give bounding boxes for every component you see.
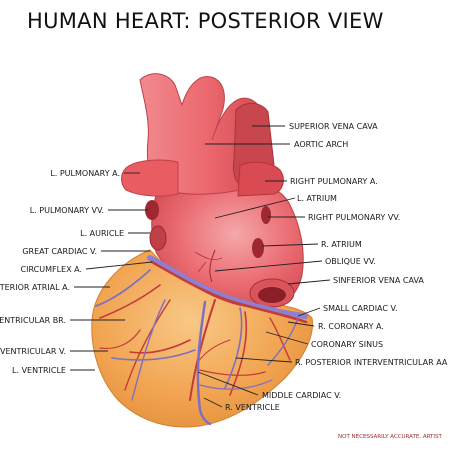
label-l-pulmonary-vv: L. PULMONARY VV. <box>30 206 104 215</box>
right-pulmonary-artery <box>237 161 284 197</box>
label-l-ventricle: L. VENTRICLE <box>12 366 66 375</box>
label-oblique-v: OBLIQUE VV. <box>325 257 376 266</box>
right-pulmonary-vein-upper <box>261 206 271 224</box>
left-pulmonary-vein-upper <box>145 200 159 220</box>
disclaimer-text: NOT NECESSARILY ACCURATE. ARTIST <box>338 434 442 440</box>
label-l-atrium: L. ATRIUM <box>297 194 337 203</box>
atrial-vessels <box>194 251 223 273</box>
label-l-pulmonary-a: L. PULMONARY A. <box>50 169 120 178</box>
left-pulmonary-vein-lower <box>149 225 167 251</box>
label-ventricular-br: VENTRICULAR BR. <box>0 316 66 325</box>
label-small-cardiac-v: SMALL CARDIAC V. <box>323 304 398 313</box>
right-pulmonary-vein-lower <box>252 238 264 258</box>
label-inferior-vena-cava: SINFERIOR VENA CAVA <box>333 276 424 285</box>
label-superior-vena-cava: SUPERIOR VENA CAVA <box>289 122 378 131</box>
label-r-atrium: R. ATRIUM <box>321 240 362 249</box>
label-circumflex-a: CIRCUMFLEX A. <box>21 265 82 274</box>
label-r-posterior-interventricular-a: R. POSTERIOR INTERVENTRICULAR AA <box>295 358 448 367</box>
coronary-sinus <box>147 255 308 319</box>
label-ventricular-v: VENTRICULAR V. <box>0 347 66 356</box>
label-r-ventricle: R. VENTRICLE <box>225 403 280 412</box>
left-pulmonary-artery <box>121 159 179 197</box>
label-coronary-sinus: CORONARY SINUS <box>311 340 383 349</box>
oblique-vein <box>209 249 216 283</box>
label-aortic-arch: AORTIC ARCH <box>294 140 348 149</box>
label-great-cardiac-v: GREAT CARDIAC V. <box>22 247 97 256</box>
label-right-pulmonary-a: RIGHT PULMONARY A. <box>290 177 378 186</box>
label-right-pulmonary-vv: RIGHT PULMONARY VV. <box>308 213 400 222</box>
label-posterior-atrial-a: TERIOR ATRIAL A. <box>0 283 70 292</box>
label-r-coronary-a: R. CORONARY A. <box>318 322 384 331</box>
coronary-arteries <box>99 260 308 401</box>
label-middle-cardiac-v: MIDDLE CARDIAC V. <box>262 391 341 400</box>
label-l-auricle: L. AURICLE <box>80 229 124 238</box>
inferior-vena-cava-lumen <box>258 287 286 303</box>
cardiac-veins <box>95 269 299 426</box>
diagram-title: HUMAN HEART: POSTERIOR VIEW <box>27 9 384 33</box>
label-leaders <box>70 125 331 408</box>
anatomy-labels: SUPERIOR VENA CAVA AORTIC ARCH L. PULMON… <box>0 122 448 412</box>
